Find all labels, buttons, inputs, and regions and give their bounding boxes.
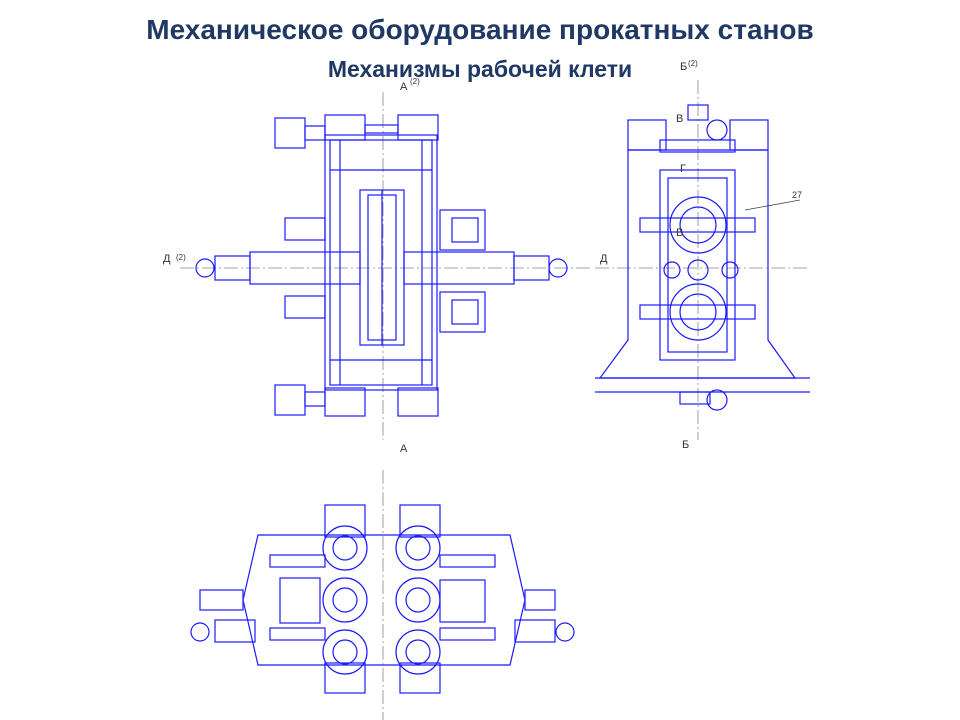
motor-icon bbox=[555, 622, 575, 642]
section-label-v2: В bbox=[676, 227, 683, 239]
screw-icon bbox=[706, 389, 728, 411]
motor-icon bbox=[548, 258, 568, 278]
slide-subtitle: Механизмы рабочей клети bbox=[327, 56, 633, 82]
section-label-b-top: Б bbox=[680, 61, 687, 73]
motor-icon bbox=[190, 622, 210, 642]
front-view bbox=[595, 80, 810, 440]
section-label-a-top: А bbox=[400, 81, 408, 93]
screw-icon bbox=[706, 119, 728, 141]
sheet-ref-d: (2) bbox=[176, 253, 186, 262]
section-label-b-bottom: Б bbox=[682, 439, 689, 451]
motor-icon bbox=[195, 258, 215, 278]
motor-icon bbox=[274, 117, 306, 149]
sheet-ref-b: (2) bbox=[688, 59, 698, 68]
reference-number: 27 bbox=[792, 190, 802, 200]
motor-icon bbox=[274, 384, 306, 416]
section-label-a-bottom: А bbox=[400, 443, 408, 455]
slide-title: Механическое оборудование прокатных стан… bbox=[146, 14, 814, 45]
plan-view bbox=[180, 92, 590, 440]
section-label-d-left: Д bbox=[163, 253, 171, 265]
sheet-ref-a: (2) bbox=[410, 77, 420, 86]
section-label-v: В bbox=[676, 113, 683, 125]
section-label-d-right: Д bbox=[600, 253, 608, 265]
side-view bbox=[190, 470, 575, 720]
section-label-g: Г bbox=[680, 163, 686, 175]
